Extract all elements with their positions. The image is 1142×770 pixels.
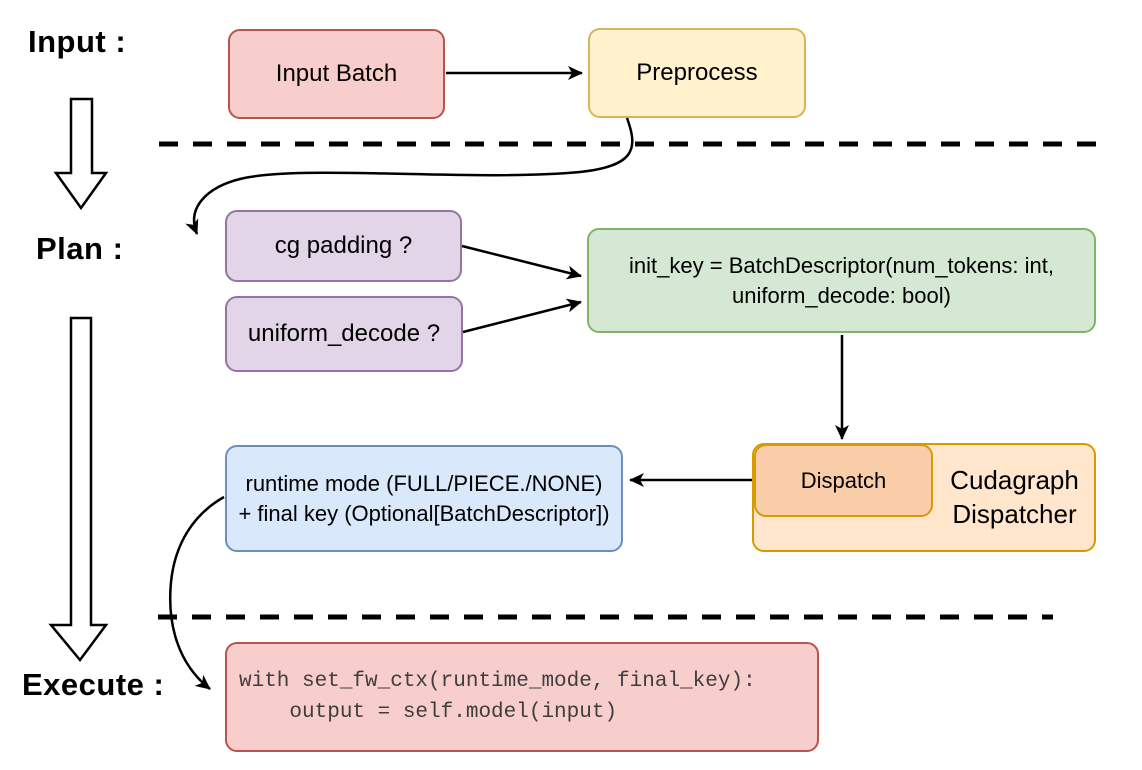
node-runtime-mode-line1: runtime mode (FULL/PIECE./NONE) (245, 471, 603, 497)
node-cg-padding-label: cg padding ? (274, 232, 413, 260)
connector-uniformdecode-initkey (462, 298, 582, 334)
node-execute-code: with set_fw_ctx(runtime_mode, final_key)… (225, 642, 819, 752)
node-init-key: init_key = BatchDescriptor(num_tokens: i… (587, 228, 1096, 333)
cudagraph-dispatcher-line1: Cudagraph (950, 465, 1079, 496)
connector-runtimemode-executecode (169, 495, 225, 690)
connector-cgpadding-initkey (461, 244, 582, 280)
cudagraph-dispatcher-line2: Dispatcher (952, 498, 1077, 529)
stage-label-execute: Execute : (22, 667, 165, 702)
execute-code-line1: with set_fw_ctx(runtime_mode, final_key)… (239, 669, 756, 693)
plan-to-execute-arrow (48, 316, 109, 663)
node-input-batch: Input Batch (228, 29, 445, 119)
node-runtime-mode-line2: + final key (Optional[BatchDescriptor]) (238, 500, 610, 526)
node-input-batch-label: Input Batch (275, 60, 398, 88)
stage-label-input: Input : (28, 24, 127, 59)
stage-label-plan: Plan : (36, 231, 124, 266)
node-uniform-decode-label: uniform_decode ? (247, 320, 441, 348)
node-uniform-decode: uniform_decode ? (225, 296, 463, 372)
node-preprocess-label: Preprocess (636, 59, 758, 87)
node-runtime-mode-result: runtime mode (FULL/PIECE./NONE) + final … (225, 445, 623, 552)
node-dispatch-label: Dispatch (800, 467, 887, 493)
execute-code-line2: output = self.model(input) (239, 701, 618, 724)
node-init-key-line2: uniform_decode: bool) (732, 282, 951, 308)
input-to-plan-arrow (53, 97, 109, 211)
node-preprocess: Preprocess (588, 28, 806, 118)
cudagraph-dispatcher-label: Cudagraph Dispatcher (933, 443, 1096, 552)
node-dispatch: Dispatch (754, 444, 933, 517)
node-cg-padding: cg padding ? (225, 210, 462, 282)
node-init-key-line1: init_key = BatchDescriptor(num_tokens: i… (629, 253, 1054, 279)
